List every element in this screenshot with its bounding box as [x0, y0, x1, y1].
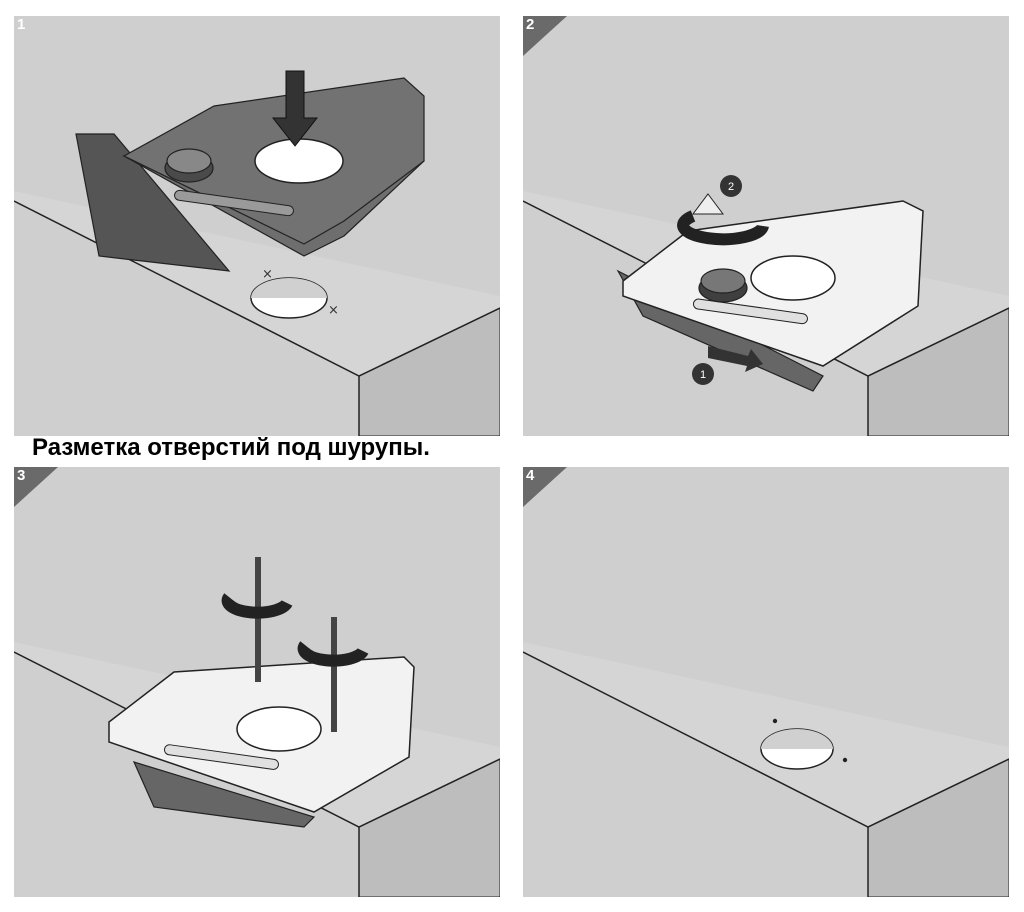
- corner-tab: [14, 467, 58, 507]
- board-top: [523, 642, 1009, 827]
- rotate-arrow-head: [692, 193, 724, 215]
- template-slot: [174, 189, 294, 217]
- rotate-arrow-1: [221, 593, 293, 619]
- template-center-hole: [750, 255, 836, 301]
- step-1-illustration: × ×: [14, 16, 500, 436]
- step-3-panel: 3: [14, 467, 500, 897]
- caption: Разметка отверстий под шурупы.: [32, 434, 430, 461]
- knob-top: [700, 268, 746, 294]
- step-number: 2: [526, 16, 535, 33]
- rotate-arrow-2: [297, 641, 369, 667]
- step-4-panel: 4: [523, 467, 1009, 897]
- step-number: 4: [526, 467, 535, 484]
- step-4-illustration: [523, 467, 1009, 897]
- step-2-panel: 1 2 2: [523, 16, 1009, 436]
- step-1-panel: × × 1: [14, 16, 500, 436]
- knob-top: [166, 148, 212, 174]
- step-number: 3: [17, 467, 26, 484]
- step-3-illustration: [14, 467, 500, 897]
- template-center-hole: [236, 706, 322, 752]
- slide-arrow: [708, 346, 763, 372]
- hole-shadow: [251, 278, 327, 298]
- step-number: 1: [17, 16, 26, 33]
- arrow-1-badge: [692, 363, 714, 385]
- rotate-arrow: [677, 210, 769, 246]
- template-shadow-plate: [75, 133, 231, 272]
- arrow-2-badge: [720, 175, 742, 197]
- mark-x-1: ×: [262, 267, 273, 282]
- template-center-hole: [254, 138, 344, 184]
- template-slot: [164, 744, 279, 770]
- arrow-1-label: 1: [700, 369, 706, 381]
- step-2-illustration: 1 2: [523, 16, 1009, 436]
- template-slot: [692, 298, 808, 325]
- screw-hole-2: [842, 757, 848, 763]
- hole-shadow: [761, 729, 833, 749]
- corner-tab: [523, 467, 567, 507]
- arrow-2-label: 2: [728, 181, 734, 193]
- screw-hole-1: [772, 718, 778, 724]
- template-lower-plate: [132, 761, 316, 828]
- mark-x-2: ×: [328, 303, 339, 318]
- corner-tab: [523, 16, 567, 56]
- press-down-arrow: [271, 70, 319, 147]
